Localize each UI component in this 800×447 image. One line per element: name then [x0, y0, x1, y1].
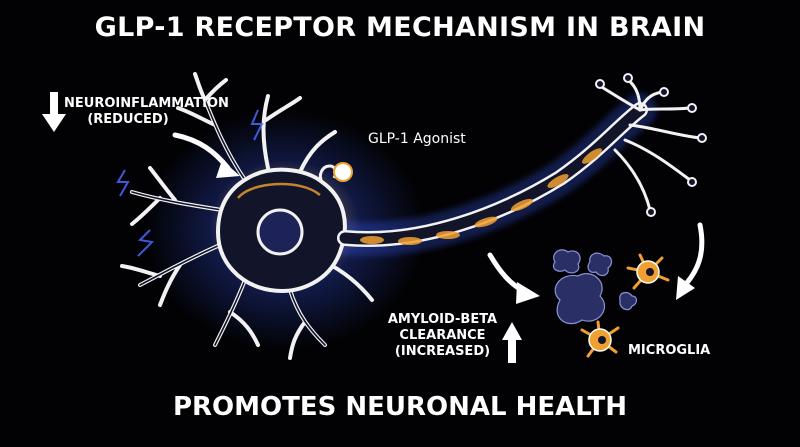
inflammation-bolts: [116, 109, 264, 257]
footer-caption: PROMOTES NEURONAL HEALTH: [172, 392, 628, 422]
arrow-heads: [216, 160, 695, 304]
amyloid-label-line3: (INCREASED): [394, 344, 491, 359]
page-title: GLP-1 RECEPTOR MECHANISM IN BRAIN: [94, 12, 706, 43]
arrow-head-microglia-left: [516, 282, 540, 304]
glp1-agonist-label: GLP-1 Agonist: [368, 131, 466, 147]
soma-orange-rim: [237, 182, 321, 199]
neuroinflammation-label: NEUROINFLAMMATION (REDUCED): [64, 96, 229, 128]
neuroinflammation-label-line1: NEUROINFLAMMATION: [64, 96, 229, 111]
down-arrow-icon: [42, 92, 66, 132]
dendrites-inner: [131, 99, 326, 346]
microglia-nucleus-lower: [598, 336, 606, 344]
microglia-nucleus-upper: [646, 268, 654, 276]
amyloid-label-line2: CLEARANCE: [399, 328, 486, 343]
neuroinflammation-label-line2: (REDUCED): [87, 112, 169, 127]
myelin-segments: [360, 148, 602, 245]
axon-core: [339, 104, 646, 245]
nucleus: [256, 208, 304, 256]
arrow-to-microglia-right: [682, 222, 705, 288]
microglia-label: MICROGLIA: [628, 343, 711, 358]
amyloid-clearance-label: AMYLOID-BETA CLEARANCE (INCREASED): [380, 312, 505, 360]
amyloid-plaques: [552, 249, 638, 325]
terminal-bulbs: [595, 73, 707, 217]
glp1-agonist-molecule: [333, 162, 353, 182]
amyloid-label-line1: AMYLOID-BETA: [387, 312, 498, 327]
up-arrow-icon: [502, 322, 522, 363]
arrow-head-microglia-right: [676, 276, 695, 300]
arrow-head-dendrites: [216, 160, 240, 178]
